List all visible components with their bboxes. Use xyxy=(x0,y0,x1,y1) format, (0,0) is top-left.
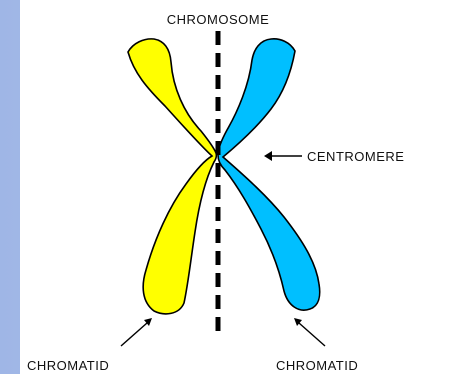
chromosome-diagram: CHROMOSOME CENTROMERE CHROMATID CHROMATI… xyxy=(20,0,464,374)
left-chromatid-label: CHROMATID xyxy=(27,358,109,373)
diagram-title: CHROMOSOME xyxy=(167,12,270,27)
centromere-arrowhead-icon xyxy=(264,151,272,161)
diagram-panel: CHROMOSOME CENTROMERE CHROMATID CHROMATI… xyxy=(20,0,464,374)
right-chromatid-arrow-line xyxy=(299,323,325,346)
left-chromatid-arrow-line xyxy=(121,323,147,346)
left-chromatid xyxy=(128,39,216,314)
centromere-label: CENTROMERE xyxy=(307,149,404,164)
right-chromatid xyxy=(218,39,320,310)
right-chromatid-label: CHROMATID xyxy=(276,358,358,373)
